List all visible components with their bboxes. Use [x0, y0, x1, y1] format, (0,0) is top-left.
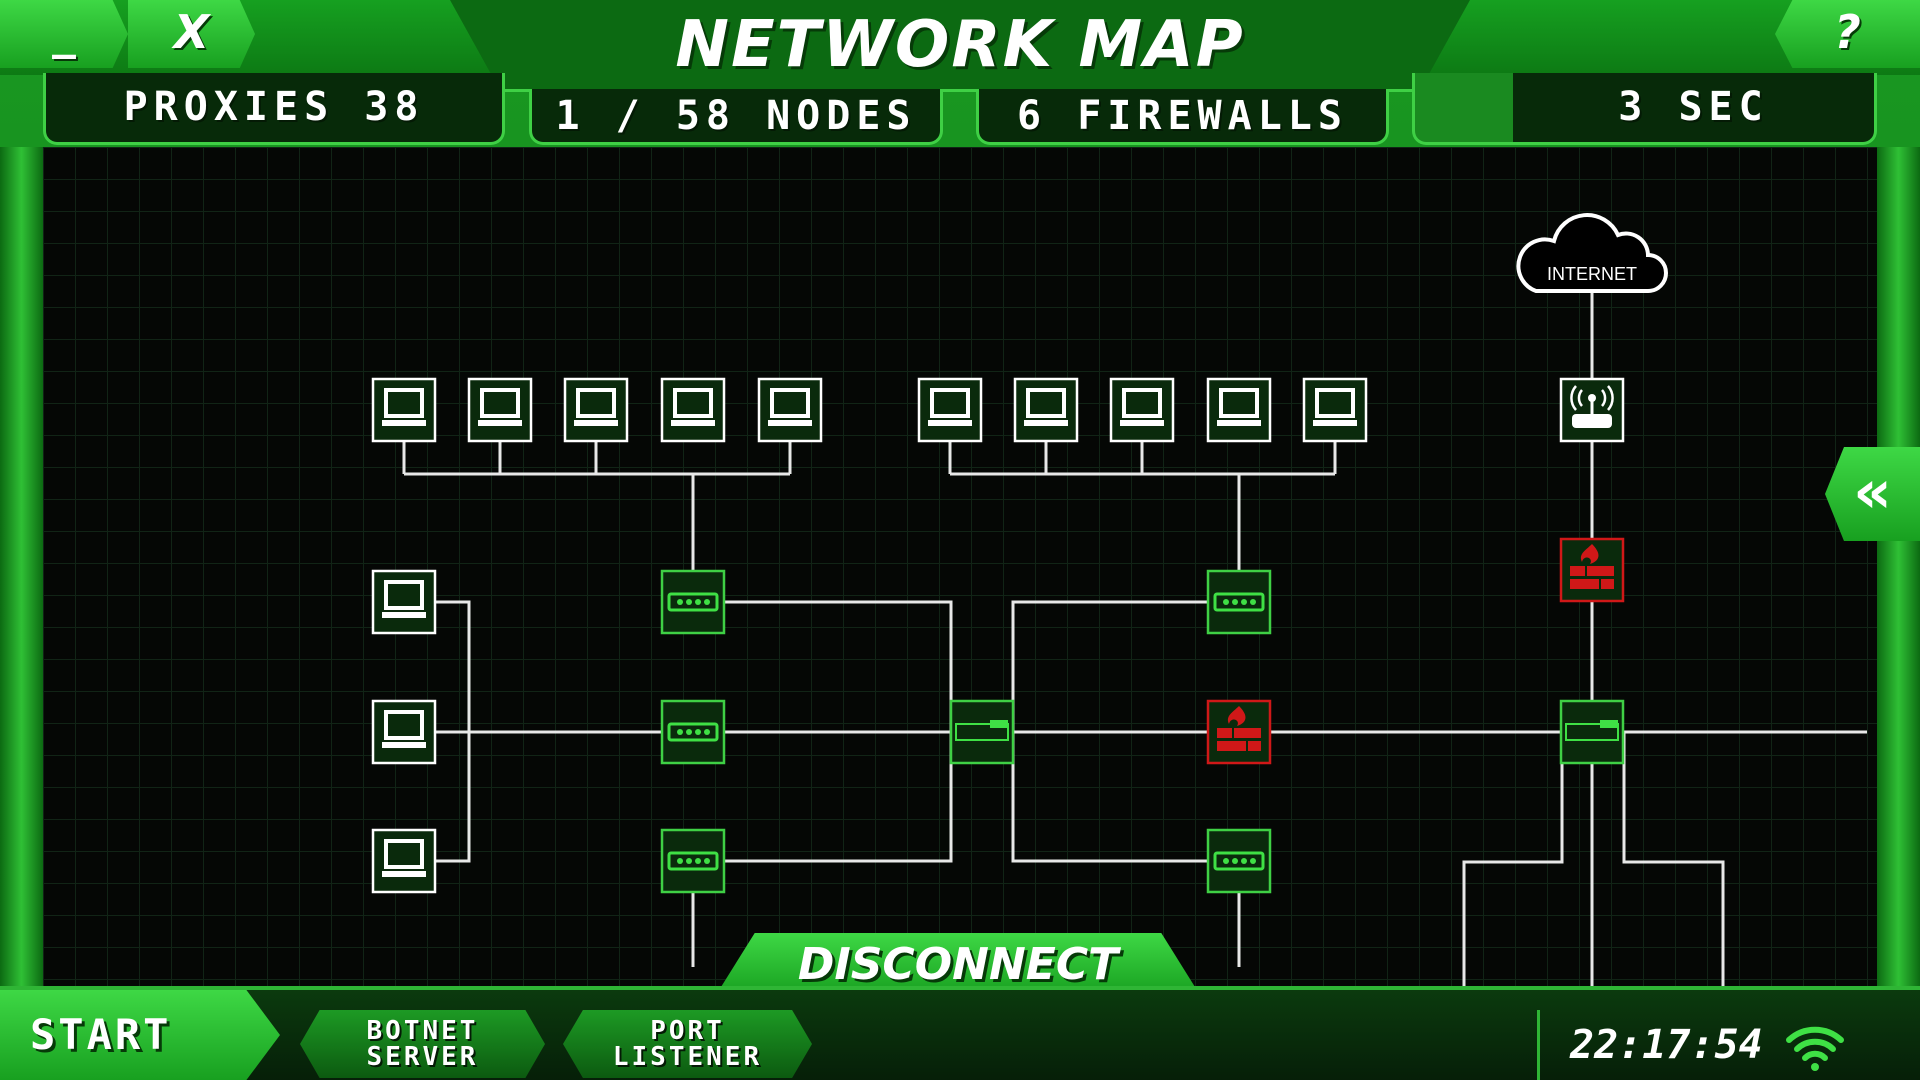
computer-icon [382, 839, 426, 877]
internet-label: INTERNET [1547, 264, 1637, 284]
computer-icon [1024, 388, 1068, 426]
computer-icon [1120, 388, 1164, 426]
firewalls-counter: 6 FIREWALLS [976, 89, 1389, 145]
computer-node[interactable] [371, 569, 437, 635]
clock-panel: 22:17:54 [1537, 1010, 1887, 1080]
computer-icon [382, 580, 426, 618]
cloud-icon [1516, 213, 1668, 293]
computer-node[interactable] [1109, 377, 1175, 443]
node-box [949, 699, 1015, 765]
start-button[interactable]: START [0, 990, 280, 1080]
computer-node[interactable] [371, 377, 437, 443]
computer-node[interactable] [1302, 377, 1368, 443]
computer-icon [928, 388, 972, 426]
page-title: NETWORK MAP [675, 8, 1245, 82]
core-switch-node[interactable] [1559, 699, 1625, 765]
switch-node[interactable] [660, 828, 726, 894]
computer-node[interactable] [371, 828, 437, 894]
switch-icon [667, 851, 719, 871]
close-button[interactable]: X [128, 0, 255, 68]
nodes-counter: 1 / 58 NODES [529, 89, 943, 145]
core-switch-node[interactable] [949, 699, 1015, 765]
node-box [660, 569, 726, 635]
firewall-icon [1217, 706, 1261, 751]
botnet-label-2: SERVER [366, 1042, 479, 1072]
timer-display: 3 SEC [1412, 73, 1877, 145]
computer-node[interactable] [563, 377, 629, 443]
right-rail [1877, 147, 1920, 986]
collapse-panel-icon: « [1853, 457, 1892, 527]
computer-icon [1217, 388, 1261, 426]
computer-icon [1313, 388, 1357, 426]
switch-node[interactable] [660, 569, 726, 635]
computer-node[interactable] [467, 377, 533, 443]
firewall-node[interactable] [1559, 537, 1625, 603]
computer-node[interactable] [1206, 377, 1272, 443]
computer-icon [574, 388, 618, 426]
computer-node[interactable] [757, 377, 823, 443]
port-label-1: PORT [650, 1016, 725, 1046]
computer-icon [768, 388, 812, 426]
firewall-icon [1570, 544, 1614, 589]
computer-node[interactable] [660, 377, 726, 443]
switch-node[interactable] [660, 699, 726, 765]
switch-icon [667, 592, 719, 612]
network-map: INTERNET [43, 147, 1877, 986]
node-box [1559, 699, 1625, 765]
network-map-canvas: INTERNET [371, 213, 1867, 986]
collapse-panel-button[interactable]: « [1825, 447, 1920, 541]
node-box [1302, 377, 1368, 443]
node-box [371, 699, 437, 765]
node-box [1206, 569, 1272, 635]
switch-icon [1213, 851, 1265, 871]
proxies-counter: PROXIES 38 [43, 73, 505, 145]
node-box [1013, 377, 1079, 443]
left-rail [0, 147, 43, 986]
help-button[interactable]: ? [1775, 0, 1920, 68]
switch-node[interactable] [1206, 828, 1272, 894]
node-box [660, 699, 726, 765]
computer-icon [671, 388, 715, 426]
firewall-node[interactable] [1206, 699, 1272, 765]
wifi-icon [1786, 1026, 1844, 1071]
port-label-2: LISTENER [612, 1042, 763, 1072]
switch-icon [955, 720, 1009, 741]
minimize-button[interactable]: _ [0, 0, 128, 68]
switch-icon [1213, 592, 1265, 612]
node-box [1206, 828, 1272, 894]
disconnect-button[interactable]: DISCONNECT [716, 933, 1200, 995]
network-link [1622, 732, 1725, 986]
computer-node[interactable] [371, 699, 437, 765]
computer-icon [382, 710, 426, 748]
title-plate [450, 0, 1470, 92]
clock: 22:17:54 [1570, 1022, 1763, 1068]
computer-icon [478, 388, 522, 426]
node-box [660, 828, 726, 894]
switch-icon [667, 722, 719, 742]
computer-node[interactable] [1013, 377, 1079, 443]
botnet-label-1: BOTNET [366, 1016, 479, 1046]
router-icon [1570, 385, 1614, 428]
switch-icon [1565, 720, 1619, 741]
network-link [1462, 732, 1564, 986]
computer-node[interactable] [917, 377, 983, 443]
computer-icon [382, 388, 426, 426]
router-node[interactable] [1559, 377, 1625, 443]
internet-cloud[interactable]: INTERNET [1516, 213, 1668, 293]
switch-node[interactable] [1206, 569, 1272, 635]
